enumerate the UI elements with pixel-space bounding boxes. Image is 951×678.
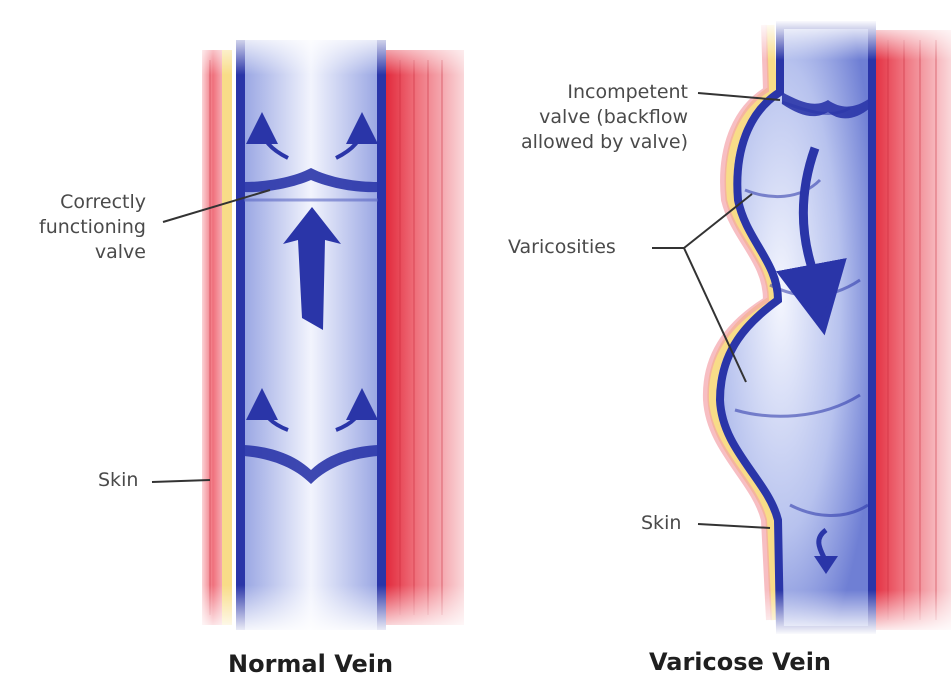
- varicose-vein-illustration: [700, 20, 951, 635]
- incompetent-label-line-3: allowed by valve): [488, 130, 688, 155]
- normal-skin-layer: [222, 50, 232, 625]
- varicose-skin-leader: [698, 524, 770, 528]
- normal-skin-leader: [152, 480, 210, 482]
- valve-label: Correctly functioning valve: [20, 190, 146, 265]
- valve-label-line-2: functioning: [20, 215, 146, 240]
- varicosities-label: Varicosities: [508, 235, 616, 260]
- varicose-muscle-right: [872, 30, 951, 630]
- left-muscle-outer: [202, 50, 224, 625]
- normal-vein-title: Normal Vein: [228, 650, 393, 678]
- incompetent-label-line-1: Incompetent: [488, 80, 688, 105]
- incompetent-label-line-2: valve (backflow: [488, 105, 688, 130]
- incompetent-valve-label: Incompetent valve (backflow allowed by v…: [488, 80, 688, 155]
- varicose-skin-label: Skin: [641, 511, 681, 536]
- valve-label-line-1: Correctly: [20, 190, 146, 215]
- normal-muscle-right: [386, 50, 464, 625]
- normal-skin-label: Skin: [98, 468, 138, 493]
- valve-label-line-3: valve: [20, 240, 146, 265]
- varicose-vein-title: Varicose Vein: [649, 648, 831, 676]
- normal-vein-illustration: [195, 30, 470, 635]
